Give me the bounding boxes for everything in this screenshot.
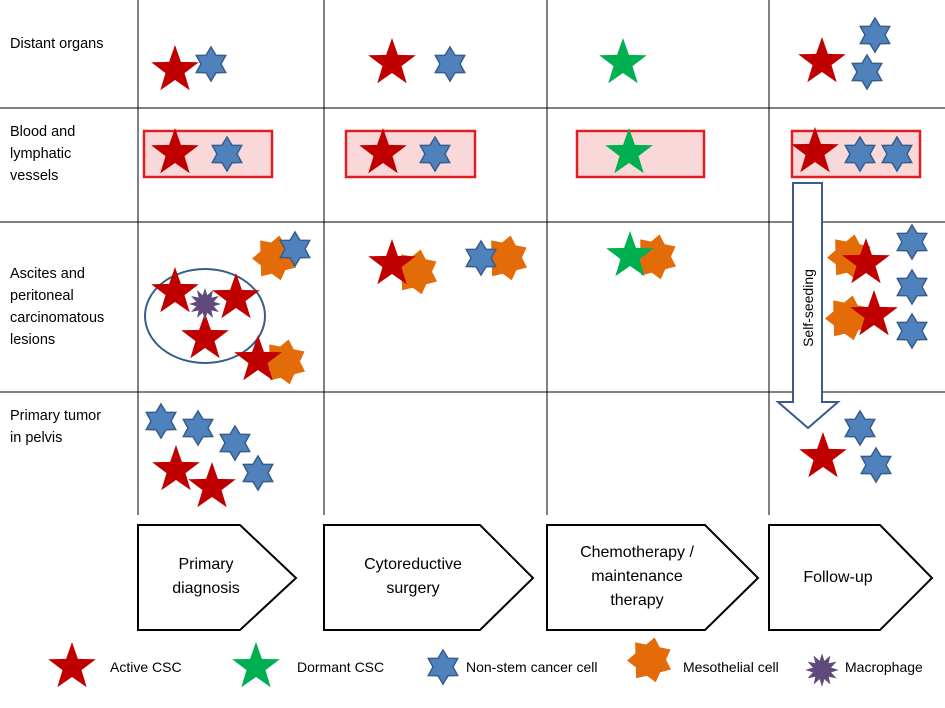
mesothelial-cell [261,339,305,385]
active-csc-star [359,128,407,174]
mesothelial-cell [627,637,671,683]
non-stem-cell-star [896,223,928,261]
legend-label-active-csc: Active CSC [110,659,182,675]
active-csc-star [791,127,839,173]
non-stem-cell-star [427,648,459,686]
mesothelial-cell [825,295,869,341]
dormant-csc-star [605,128,653,174]
non-stem-cell-star [844,409,876,447]
non-stem-cell-star [896,268,928,306]
chevron-chemotherapy [546,524,760,631]
non-stem-cell-star [211,135,243,173]
active-csc-star [234,335,282,381]
active-csc-star [368,239,416,285]
non-stem-cell-star [219,424,251,462]
row-label-ascites: Ascites and peritoneal carcinomatous les… [10,266,105,348]
row-label-blood-vessels: Blood and lymphatic vessels [10,124,76,184]
vessel-box-cytoreductive-surgery [344,129,477,179]
stage-label-cytoreductive-surgery: Cytoreductive surgery [364,556,462,597]
non-stem-cell-star [434,45,466,83]
active-csc-star [48,642,96,688]
active-csc-star [152,445,200,491]
active-csc-star [151,128,199,174]
legend-label-non-stem: Non-stem cancer cell [466,659,598,675]
non-stem-cell-star [195,45,227,83]
legend-label-mesothelial: Mesothelial cell [683,659,779,675]
non-stem-cell-star [881,135,913,173]
cells-layer [48,16,928,688]
legend-label-macrophage: Macrophage [845,659,923,675]
chevron-follow-up [768,524,934,631]
non-stem-cell-star [851,53,883,91]
dormant-csc-star [606,231,654,277]
active-csc-star [368,38,416,84]
macrophage-cell [189,288,221,320]
active-csc-star [151,45,199,91]
self-seeding-arrow [775,182,841,430]
macrophage-cell [805,653,839,687]
mesothelial-cell [483,235,527,281]
active-csc-star [188,462,236,508]
non-stem-cell-star [182,409,214,447]
active-csc-star [798,37,846,83]
active-csc-star [842,238,890,284]
stage-label-follow-up: Follow-up [803,569,873,586]
csc-niche-ellipse [144,268,266,364]
non-stem-cell-star [896,312,928,350]
active-csc-star [181,313,229,359]
active-csc-star [850,290,898,336]
vessel-boxes [142,129,922,179]
active-csc-star [212,273,260,319]
non-stem-cell-star [844,135,876,173]
self-seeding-label: Self-seeding [800,269,816,347]
row-label-primary-tumor: Primary tumor in pelvis [10,408,102,446]
grid [0,0,945,515]
mesothelial-cell [632,234,676,280]
non-stem-cell-star [242,454,274,492]
non-stem-cell-star [860,446,892,484]
row-label-distant-organs: Distant organs [10,36,104,52]
non-stem-cell-star [465,239,497,277]
active-csc-star [799,432,847,478]
active-csc-star [151,267,199,313]
legend-label-dormant-csc: Dormant CSC [297,659,385,675]
stage-chevrons [137,524,934,631]
dormant-csc-star [599,38,647,84]
stage-label-primary-diagnosis: Primary diagnosis [172,556,240,597]
non-stem-cell-star [859,16,891,54]
dormant-csc-star [232,642,280,688]
non-stem-cell-star [279,230,311,268]
chevron-cytoreductive-surgery [323,524,535,631]
non-stem-cell-star [145,402,177,440]
stage-label-chemotherapy: Chemotherapy / maintenance therapy [580,544,694,609]
non-stem-cell-star [419,135,451,173]
chevron-primary-diagnosis [137,524,298,631]
